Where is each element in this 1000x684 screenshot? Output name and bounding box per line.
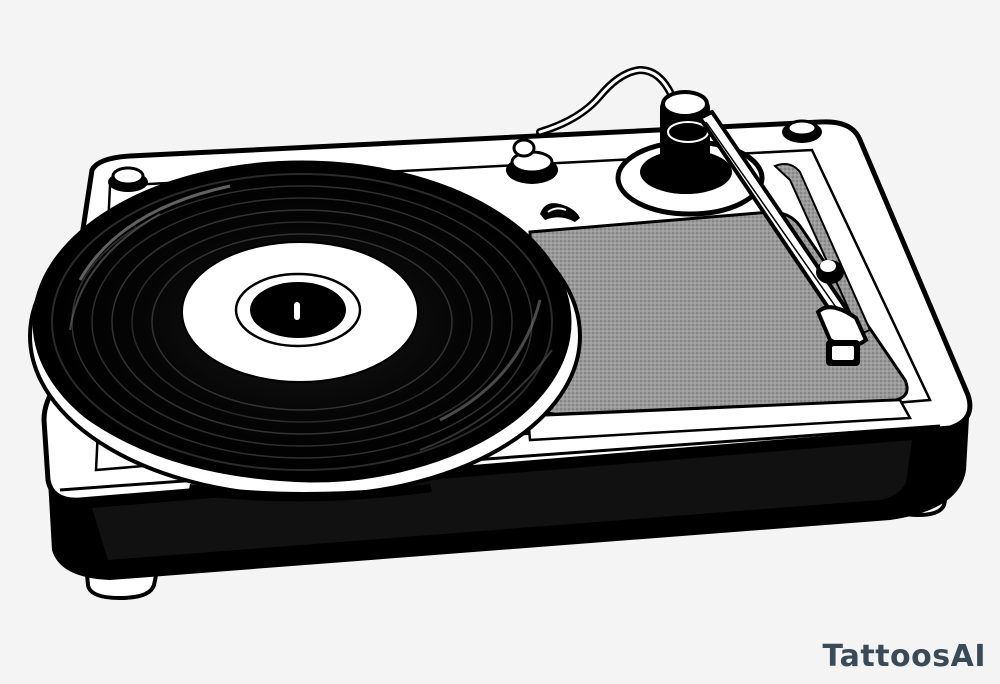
watermark-logo: TattoosAI xyxy=(822,639,986,674)
knob-right xyxy=(782,119,822,143)
knob-left xyxy=(108,166,148,192)
tonearm-cable xyxy=(536,65,676,136)
knob-center xyxy=(506,138,558,184)
vinyl-record xyxy=(32,160,572,486)
spindle xyxy=(294,302,300,320)
tonearm xyxy=(698,110,869,366)
platter-edge xyxy=(188,484,432,502)
small-switch xyxy=(540,203,580,222)
